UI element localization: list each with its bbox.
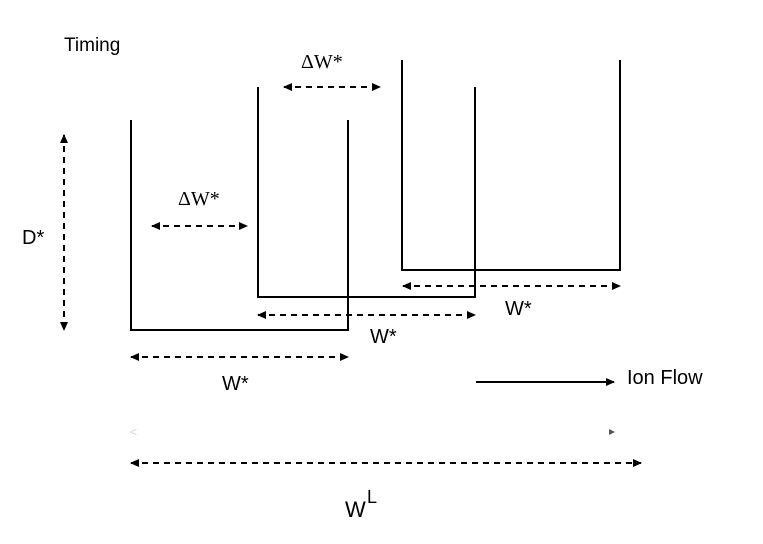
total-width-superscript: L — [367, 487, 377, 507]
well-3 — [401, 60, 621, 271]
faint-mark-right — [609, 429, 615, 435]
ion-flow-label: Ion Flow — [627, 367, 703, 389]
faint-mark-left: < — [130, 425, 137, 439]
total-width-label: W — [345, 497, 366, 522]
delta-w-top-label: ΔW* — [301, 51, 343, 73]
width-label-right: W* — [505, 298, 532, 320]
well-1 — [130, 120, 349, 331]
delta-w-left-label: ΔW* — [178, 188, 220, 210]
depth-label: D* — [22, 227, 44, 249]
well-2 — [257, 87, 476, 298]
width-label-middle: W* — [370, 326, 397, 348]
diagram-title: Timing — [64, 35, 120, 56]
width-label-left: W* — [222, 373, 249, 395]
